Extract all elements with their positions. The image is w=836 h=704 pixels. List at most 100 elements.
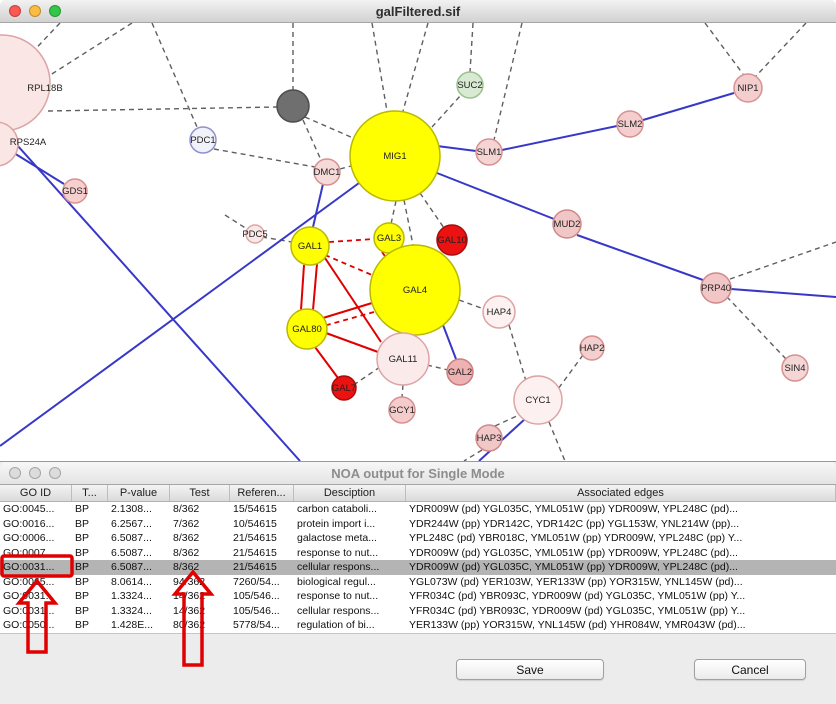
network-edge[interactable] xyxy=(43,23,133,80)
column-header-go-id[interactable]: GO ID xyxy=(0,485,72,501)
network-edge[interactable] xyxy=(727,297,787,360)
network-edge[interactable] xyxy=(0,125,301,462)
node-gal11[interactable]: GAL11 xyxy=(376,332,430,386)
network-edge[interactable] xyxy=(314,346,339,379)
network-edge[interactable] xyxy=(436,145,477,152)
column-header-associated-edges[interactable]: Associated edges xyxy=(406,485,836,501)
network-edge[interactable] xyxy=(390,200,397,225)
network-edge[interactable] xyxy=(151,23,198,128)
save-button[interactable]: Save xyxy=(456,659,604,680)
column-header-referen[interactable]: Referen... xyxy=(230,485,294,501)
network-edge[interactable] xyxy=(548,421,566,462)
node-gds1[interactable]: GDS1 xyxy=(62,178,88,204)
column-header-t[interactable]: T... xyxy=(72,485,108,501)
network-edge[interactable] xyxy=(557,354,584,390)
network-edge[interactable] xyxy=(47,106,278,112)
network-edge[interactable] xyxy=(501,125,618,151)
node-hap4[interactable]: HAP4 xyxy=(482,295,516,329)
network-edge[interactable] xyxy=(403,199,414,246)
network-edge[interactable] xyxy=(224,214,248,230)
node-rpl18b[interactable]: RPL18B xyxy=(0,34,63,132)
node-gal4[interactable]: GAL4 xyxy=(369,244,461,336)
node-gal2[interactable]: GAL2 xyxy=(446,358,474,386)
network-edge[interactable] xyxy=(13,152,65,185)
node-gal1[interactable]: GAL1 xyxy=(290,226,330,266)
column-header-desciption[interactable]: Desciption xyxy=(294,485,406,501)
node-suc2[interactable]: SUC2 xyxy=(456,71,484,99)
node-slm2[interactable]: SLM2 xyxy=(616,110,644,138)
node-dmc1[interactable]: DMC1 xyxy=(313,158,341,186)
network-window-titlebar[interactable]: galFiltered.sif xyxy=(0,0,836,23)
network-edge[interactable] xyxy=(354,366,381,385)
node-nip1[interactable]: NIP1 xyxy=(733,73,763,103)
network-edge[interactable] xyxy=(729,241,836,280)
node-rps24a[interactable]: RPS24A xyxy=(0,121,47,167)
node-mud2[interactable]: MUD2 xyxy=(552,209,582,239)
network-edge[interactable] xyxy=(371,23,388,112)
node-prp40[interactable]: PRP40 xyxy=(700,272,732,304)
network-edge[interactable] xyxy=(642,92,735,121)
network-edge[interactable] xyxy=(426,364,449,371)
network-edge[interactable] xyxy=(304,116,361,142)
network-edge[interactable] xyxy=(508,324,527,382)
network-edge[interactable] xyxy=(704,23,744,75)
column-header-test[interactable]: Test xyxy=(170,485,230,501)
minimize-button-icon[interactable] xyxy=(29,467,41,479)
network-edge[interactable] xyxy=(494,414,520,427)
node-gcy1[interactable]: GCY1 xyxy=(388,396,416,424)
network-edge[interactable] xyxy=(312,183,324,228)
node-pdc1[interactable]: PDC1 xyxy=(189,126,217,154)
network-edge[interactable] xyxy=(300,264,305,311)
network-edge[interactable] xyxy=(328,238,375,243)
network-edge[interactable] xyxy=(302,119,322,161)
close-button-icon[interactable] xyxy=(9,467,21,479)
node-gal7[interactable]: GAL7 xyxy=(331,375,357,401)
network-edge[interactable] xyxy=(463,449,483,462)
network-edge[interactable] xyxy=(401,384,404,398)
close-button-icon[interactable] xyxy=(9,5,21,17)
node-gal80[interactable]: GAL80 xyxy=(286,308,328,350)
network-edge[interactable] xyxy=(0,182,360,447)
network-edge[interactable] xyxy=(381,251,393,267)
zoom-button-icon[interactable] xyxy=(49,467,61,479)
node-hap3[interactable]: HAP3 xyxy=(475,424,503,452)
network-edge[interactable] xyxy=(213,148,316,168)
node-slm1[interactable]: SLM1 xyxy=(475,138,503,166)
network-edge[interactable] xyxy=(419,192,445,229)
network-edge[interactable] xyxy=(576,234,704,281)
network-edge[interactable] xyxy=(493,23,523,141)
network-edge[interactable] xyxy=(402,23,429,112)
column-header-p-value[interactable]: P-value xyxy=(108,485,170,501)
minimize-button-icon[interactable] xyxy=(29,5,41,17)
network-edge[interactable] xyxy=(324,257,382,343)
cancel-button[interactable]: Cancel xyxy=(694,659,806,680)
node-unnamed-dark[interactable] xyxy=(276,89,310,123)
network-edge[interactable] xyxy=(436,172,555,220)
noa-window-titlebar[interactable]: NOA output for Single Mode xyxy=(0,462,836,485)
network-edge[interactable] xyxy=(325,332,379,353)
node-cyc1[interactable]: CYC1 xyxy=(513,375,563,425)
network-edge[interactable] xyxy=(755,23,807,77)
node-gal10[interactable]: GAL10 xyxy=(436,224,468,256)
network-edge[interactable] xyxy=(730,288,836,298)
network-edge[interactable] xyxy=(442,324,457,360)
zoom-button-icon[interactable] xyxy=(49,5,61,17)
node-hap2[interactable]: HAP2 xyxy=(579,335,605,361)
node-pdc5[interactable]: PDC5 xyxy=(242,224,268,244)
network-edge[interactable] xyxy=(326,311,375,326)
network-edge[interactable] xyxy=(339,165,352,170)
node-sin4[interactable]: SIN4 xyxy=(781,354,809,382)
network-edge[interactable] xyxy=(431,94,462,128)
network-edge[interactable] xyxy=(322,302,373,319)
node-mig1[interactable]: MIG1 xyxy=(349,110,441,202)
